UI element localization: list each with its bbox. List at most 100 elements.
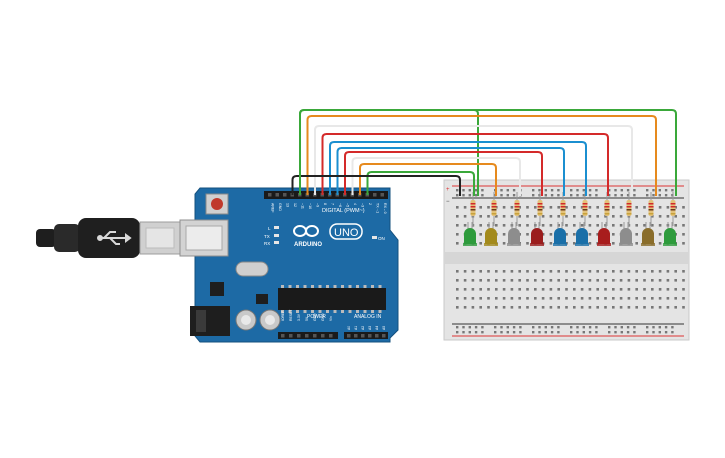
rail-minus-top: − <box>446 199 450 205</box>
analog-pin-hole[interactable] <box>347 334 351 338</box>
analog-pin-hole[interactable] <box>354 334 358 338</box>
digital-pin-label: 12 <box>293 203 297 207</box>
power-pin-hole[interactable] <box>281 334 285 338</box>
power-pin-label: 3.3V <box>297 313 301 321</box>
resistor-6[interactable] <box>582 192 588 226</box>
breadboard[interactable]: + − <box>443 179 690 341</box>
digital-pin-label: ~10 <box>308 203 312 209</box>
power-pin-label: GND <box>313 313 317 321</box>
led-10[interactable] <box>663 222 677 246</box>
power-pin-hole[interactable] <box>305 334 309 338</box>
wire-10[interactable] <box>366 171 475 196</box>
led-9[interactable] <box>641 222 655 246</box>
digital-pin-label: 2 <box>368 203 372 205</box>
l-led <box>274 226 279 229</box>
l-label: L <box>268 226 271 231</box>
resistor-4[interactable] <box>537 192 543 226</box>
analog-pin-label: A5 <box>382 326 386 330</box>
svg-text:UNO: UNO <box>334 227 359 239</box>
usb-icon <box>97 231 132 245</box>
digital-pin-label: RX←0 <box>383 203 387 214</box>
analog-pin-hole[interactable] <box>361 334 365 338</box>
reset-button[interactable] <box>205 193 229 215</box>
power-header[interactable] <box>278 332 338 339</box>
resistor-5[interactable] <box>560 192 566 226</box>
on-led <box>372 236 377 239</box>
analog-pin-hole[interactable] <box>375 334 379 338</box>
uno-badge: UNO <box>329 223 363 240</box>
regulator-chip <box>210 282 224 296</box>
power-label: POWER <box>307 314 326 320</box>
power-pin-hole[interactable] <box>321 334 325 338</box>
resistor-7[interactable] <box>604 192 610 226</box>
led-3[interactable] <box>507 222 521 246</box>
power-jack <box>190 306 230 336</box>
power-pin-label: IOREF <box>281 311 285 321</box>
digital-label: DIGITAL (PWM~) <box>322 208 365 214</box>
power-pin-label: GND <box>321 313 325 321</box>
led-1[interactable] <box>463 222 477 246</box>
analog-pin-label: A0 <box>347 326 351 330</box>
power-pin-label: Vin <box>329 316 333 321</box>
digital-pin-label: ~5 <box>346 203 350 207</box>
wire-3[interactable] <box>314 125 633 196</box>
power-pin-hole[interactable] <box>289 334 293 338</box>
resistor-3[interactable] <box>514 192 520 226</box>
digital-pin-label: ~6 <box>338 203 342 207</box>
led-4[interactable] <box>530 222 544 246</box>
digital-pin-label: GND <box>278 203 282 211</box>
wire-5[interactable] <box>329 141 587 196</box>
analog-pin-hole[interactable] <box>382 334 386 338</box>
digital-pin-label: 8 <box>323 203 327 205</box>
led-8[interactable] <box>619 222 633 246</box>
arduino-logo-icon <box>293 225 319 237</box>
analog-header[interactable] <box>344 332 388 339</box>
digital-pin-hole[interactable] <box>275 193 280 197</box>
wire-4[interactable] <box>321 133 609 196</box>
digital-pin-label: 4 <box>353 203 357 205</box>
wire-outer-green[interactable] <box>299 109 677 196</box>
arduino-maker-text: ARDUINO <box>294 242 322 248</box>
wire-2[interactable] <box>306 115 657 196</box>
wire-6[interactable] <box>336 147 565 196</box>
usb-cable[interactable] <box>36 218 181 258</box>
analog-label: ANALOG IN <box>354 314 382 320</box>
digital-pin-label: AREF <box>271 203 275 213</box>
analog-pin-hole[interactable] <box>368 334 372 338</box>
power-pin-hole[interactable] <box>297 334 301 338</box>
resistor-10[interactable] <box>670 192 676 226</box>
led-7[interactable] <box>597 222 611 246</box>
power-pin-hole[interactable] <box>313 334 317 338</box>
digital-pin-label: ~3 <box>361 203 365 207</box>
led-resistor-array[interactable] <box>463 192 677 246</box>
wire-8[interactable] <box>351 157 521 196</box>
analog-pin-label: A1 <box>354 326 358 330</box>
capacitors <box>235 309 281 331</box>
digital-pin-label: 13 <box>286 203 290 207</box>
led-6[interactable] <box>575 222 589 246</box>
resistor-1[interactable] <box>470 192 476 226</box>
wire-11[interactable] <box>291 175 461 196</box>
analog-pin-label: A4 <box>375 326 379 330</box>
digital-pin-hole[interactable] <box>380 193 385 197</box>
digital-pin-hole[interactable] <box>283 193 287 197</box>
digital-pin-label: ~9 <box>316 203 320 207</box>
tx-led <box>274 234 279 237</box>
crystal <box>235 261 269 277</box>
digital-pin-label: 7 <box>331 203 335 205</box>
atmega-chip <box>278 285 386 313</box>
jumper-wires[interactable] <box>291 109 677 196</box>
resistor-2[interactable] <box>491 192 497 226</box>
power-pin-hole[interactable] <box>329 334 333 338</box>
wire-7[interactable] <box>344 151 543 196</box>
digital-pin-hole[interactable] <box>373 193 377 197</box>
digital-pin-hole[interactable] <box>268 193 272 197</box>
led-5[interactable] <box>553 222 567 246</box>
on-label: ON <box>378 236 385 241</box>
resistor-9[interactable] <box>648 192 654 226</box>
led-2[interactable] <box>484 222 498 246</box>
wire-9[interactable] <box>359 163 497 196</box>
resistor-8[interactable] <box>626 192 632 226</box>
